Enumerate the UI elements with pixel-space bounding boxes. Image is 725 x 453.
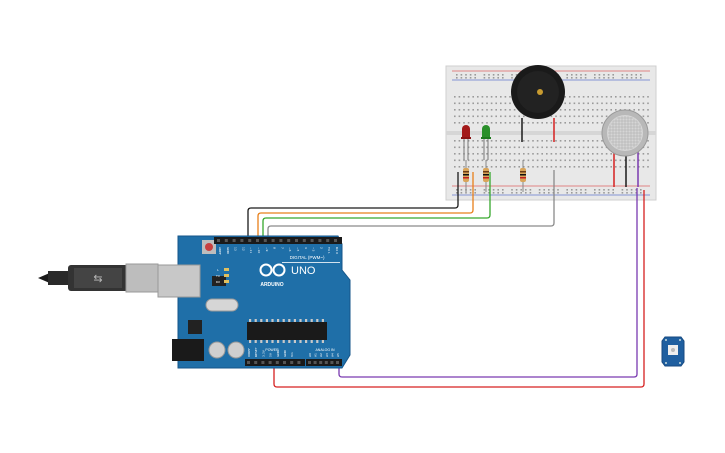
breadboard-holes (454, 74, 649, 194)
pin-label-power: IOREF (247, 348, 251, 357)
pin-label-top: ~9 (265, 247, 269, 252)
pin-label-analog: A1 (314, 353, 318, 357)
pin-label-analog: A4 (330, 353, 334, 357)
board-led-label: RX (216, 280, 220, 284)
pin-label-analog: A5 (336, 353, 340, 357)
header-holes (217, 239, 339, 364)
board-led-label: TX (215, 274, 220, 278)
board-led (224, 274, 229, 277)
pin-label-power: GND (276, 349, 280, 357)
wires (247, 170, 645, 388)
board-led (224, 268, 229, 271)
led-red (461, 125, 471, 160)
chip-pins (249, 319, 324, 343)
pin-label-top: ~10 (257, 247, 261, 253)
pin-label-analog: A0 (308, 353, 312, 357)
wire-orange (257, 172, 474, 240)
gas-sensor (601, 109, 649, 187)
capacitor-1 (208, 341, 226, 359)
sensor-module (661, 336, 685, 367)
crystal (205, 298, 239, 312)
wire-green (262, 172, 491, 240)
power-jack (172, 339, 204, 361)
wire-red (273, 190, 645, 388)
regulator-chip (188, 320, 202, 334)
wire-gray (267, 170, 555, 240)
pin-label-top: ~11 (249, 247, 253, 253)
pin-label-top: ~3 (312, 247, 316, 252)
analog-label: ANALOG IN (315, 348, 335, 352)
analog-header (306, 359, 342, 366)
board-leds: L TX RX (215, 268, 229, 284)
pin-label-power: RESET (254, 347, 258, 357)
power-header (245, 359, 305, 366)
digital-header (214, 237, 342, 244)
usb-icon: ⇆ (93, 272, 102, 285)
pin-label-power: GND (283, 349, 287, 357)
center-channel (446, 131, 656, 135)
pin-label-power: 3.3V (261, 349, 265, 357)
sensor-mesh (608, 116, 642, 150)
pin-label-top: ~5 (296, 247, 300, 252)
pin-label-top: 7 (280, 247, 284, 249)
pin-label-top: 8 (273, 247, 277, 249)
pin-label-analog: A2 (319, 353, 323, 357)
resistor-2 (483, 160, 489, 192)
pin-label-top: 2 (319, 247, 323, 249)
resistor-1 (463, 160, 469, 192)
wire-purple (338, 188, 638, 378)
wire-black (247, 172, 459, 240)
capacitor-2 (227, 341, 245, 359)
pin-label-power: Vin (290, 352, 294, 357)
digital-label: DIGITAL (PWM~) (290, 255, 325, 260)
pin-label-top: ~6 (288, 247, 292, 252)
brand-text: ARDUINO (260, 282, 283, 288)
pin-label-top: TX 1 (327, 246, 331, 254)
pin-label-top: RX 0 (335, 247, 339, 254)
led-green (481, 125, 491, 160)
board-led-label: L (217, 268, 219, 272)
pin-label-top: 4 (304, 247, 308, 249)
pin-label-analog: A3 (325, 353, 329, 357)
piezo-buzzer (511, 65, 565, 142)
pin-label-power: 5V (269, 352, 273, 357)
pin-label-top: 13 (234, 247, 238, 251)
board-led (224, 280, 229, 283)
pin-label-top: 12 (241, 247, 245, 251)
logo-text: UNO (291, 265, 316, 277)
pin-label-top: GND (226, 247, 230, 255)
usb-cable: ⇆ (38, 263, 159, 293)
pin-label-top: AREF (218, 247, 222, 255)
resistor-3 (520, 160, 526, 192)
power-label: POWER (265, 348, 279, 352)
usb-jack (157, 264, 201, 298)
small-chip (212, 276, 226, 286)
atmega-chip (247, 322, 327, 340)
arduino-logo: UNO ARDUINO (259, 263, 316, 288)
